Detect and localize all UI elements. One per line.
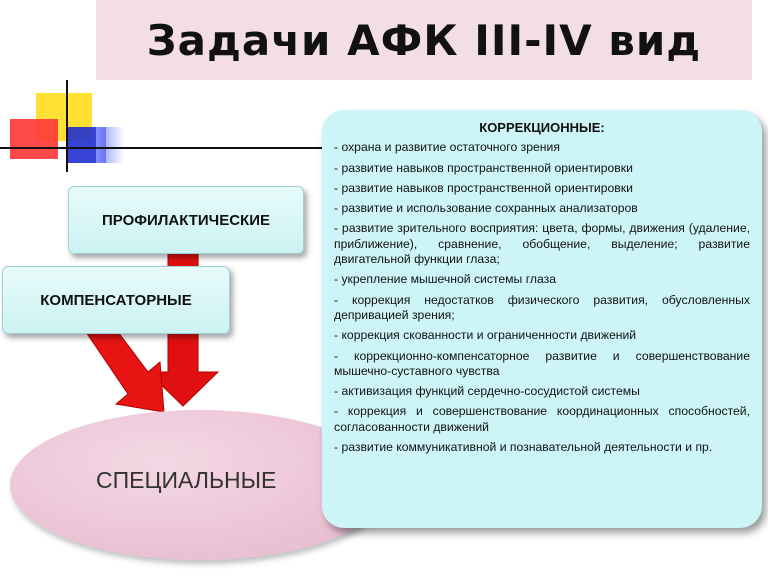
decor-vertical-line	[66, 80, 68, 172]
list-item: - коррекционно-компенсаторное развитие и…	[334, 348, 750, 378]
correction-panel: КОРРЕКЦИОННЫЕ: - охрана и развитие остат…	[322, 110, 762, 528]
profilactic-box: ПРОФИЛАКТИЧЕСКИЕ	[68, 186, 304, 254]
decor-horizontal-line	[0, 147, 325, 149]
list-item: - коррекция недостатков физического разв…	[334, 292, 750, 322]
decor-blue-fade	[96, 127, 124, 163]
profilactic-label: ПРОФИЛАКТИЧЕСКИЕ	[102, 211, 270, 229]
special-label: СПЕЦИАЛЬНЫЕ	[96, 467, 277, 493]
correction-list: - охрана и развитие остаточного зрения -…	[334, 140, 750, 455]
list-item: - коррекция скованности и ограниченности…	[334, 328, 637, 343]
correction-heading: КОРРЕКЦИОННЫЕ:	[479, 120, 605, 135]
page-title: Задачи АФК III-IV вид	[146, 15, 702, 65]
list-item: - охрана и развитие остаточного зрения	[334, 140, 560, 155]
list-item: - развитие коммуникативной и познаватель…	[334, 440, 713, 455]
arrow-from-compensatory	[85, 331, 165, 413]
list-item: - развитие навыков пространственной орие…	[334, 180, 633, 195]
title-bar: Задачи АФК III-IV вид	[96, 0, 752, 80]
compensatory-box: КОМПЕНСАТОРНЫЕ	[2, 266, 230, 334]
list-item: - укрепление мышечной системы глаза	[334, 272, 556, 287]
list-item: - активизация функций сердечно-сосудисто…	[334, 384, 640, 399]
compensatory-label: КОМПЕНСАТОРНЫЕ	[40, 291, 192, 309]
list-item: - развитие зрительного восприятия: цвета…	[334, 221, 750, 267]
decor-red-square	[10, 119, 58, 159]
list-item: - развитие навыков пространственной орие…	[334, 160, 633, 175]
list-item: - коррекция и совершенствование координа…	[334, 404, 750, 434]
list-item: - развитие и использование сохранных ана…	[334, 201, 638, 216]
